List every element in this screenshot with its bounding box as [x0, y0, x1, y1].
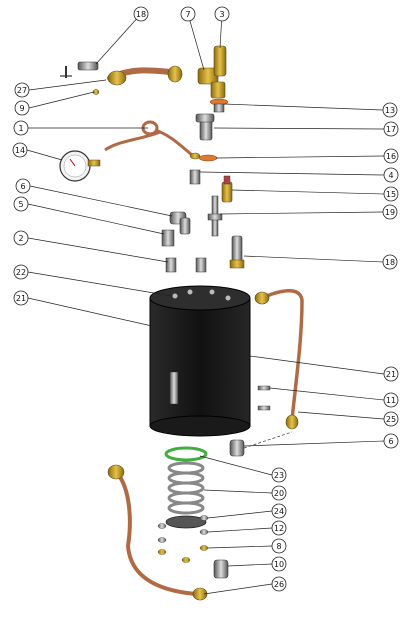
callout-21-right: 21 [383, 366, 399, 382]
part-5-fitting [161, 229, 175, 247]
callout-5: 5 [13, 196, 29, 212]
callout-label: 25 [386, 415, 396, 424]
callout-21-left: 21 [13, 290, 29, 306]
part-27-top-copper-pipe [107, 65, 183, 86]
callout-label: 22 [16, 268, 26, 277]
part-16-seal [198, 154, 218, 162]
callout-3: 3 [214, 6, 230, 22]
callout-label: 13 [385, 106, 395, 115]
part-26-bottom-pipe [107, 464, 208, 601]
callout-label: 26 [274, 580, 284, 589]
callout-label: 6 [388, 437, 393, 446]
callout-19: 19 [382, 204, 398, 220]
callout-11: 11 [383, 392, 399, 408]
part-2-valves [165, 257, 207, 273]
callout-18-right: 18 [382, 254, 398, 270]
callout-18-top: 18 [133, 6, 149, 22]
part-4-fitting [189, 152, 201, 185]
callout-label: 18 [136, 10, 146, 19]
part-23-green-gasket [164, 446, 208, 462]
callout-label: 12 [274, 524, 284, 533]
part-6-elbow-bottom [229, 431, 293, 457]
callout-22: 22 [13, 264, 29, 280]
callout-label: 24 [274, 507, 284, 516]
leader-lines [26, 13, 385, 595]
part-7-brass-valve [197, 45, 229, 113]
part-18-sensor [229, 235, 245, 269]
callout-17: 17 [383, 121, 399, 137]
callout-label: 7 [185, 10, 190, 19]
part-20-heating-element [165, 461, 207, 529]
callout-2: 2 [13, 230, 29, 246]
part-10-elbow [213, 559, 229, 579]
callout-label: 20 [274, 489, 284, 498]
part-24-12-8-nuts [157, 515, 209, 563]
callout-label: 27 [17, 86, 27, 95]
part-14-pressure-gauge [59, 150, 101, 182]
callouts: 18 7 3 27 9 13 1 17 14 16 4 15 6 19 5 2 … [12, 6, 399, 592]
callout-label: 8 [276, 542, 281, 551]
callout-8: 8 [271, 538, 287, 554]
callout-16: 16 [383, 148, 399, 164]
callout-label: 19 [385, 208, 395, 217]
callout-label: 14 [15, 146, 25, 155]
callout-label: 10 [274, 560, 284, 569]
part-21-boiler-tank [149, 285, 251, 437]
part-6-elbow-top [169, 211, 191, 235]
callout-4: 4 [383, 167, 399, 183]
part-25-side-pipe [254, 289, 304, 430]
callout-label: 16 [386, 152, 396, 161]
callout-label: 17 [386, 125, 396, 134]
callout-13: 13 [382, 102, 398, 118]
callout-25: 25 [383, 411, 399, 427]
callout-label: 21 [16, 294, 26, 303]
callout-14: 14 [12, 142, 28, 158]
callout-9: 9 [14, 100, 30, 116]
callout-label: 4 [388, 171, 393, 180]
part-19-probe [207, 195, 223, 237]
callout-label: 5 [18, 200, 23, 209]
callout-6-bottom: 6 [383, 433, 399, 449]
callout-label: 3 [219, 10, 224, 19]
callout-label: 2 [18, 234, 23, 243]
callout-24: 24 [271, 503, 287, 519]
callout-20: 20 [271, 485, 287, 501]
part-17-elbow [195, 113, 215, 141]
callout-1: 1 [13, 120, 29, 136]
callout-26: 26 [271, 576, 287, 592]
callout-label: 9 [19, 104, 24, 113]
callout-label: 1 [18, 124, 23, 133]
part-1-coil-pipe [104, 120, 193, 157]
callout-10: 10 [271, 556, 287, 572]
part-11-bolts [257, 385, 271, 411]
callout-label: 21 [386, 370, 396, 379]
part-18-top-fitting [60, 61, 99, 78]
callout-15: 15 [383, 186, 399, 202]
callout-12: 12 [271, 520, 287, 536]
callout-6-top: 6 [15, 178, 31, 194]
callout-label: 11 [386, 396, 396, 405]
part-15-brass-valve [221, 175, 233, 203]
callout-27: 27 [14, 82, 30, 98]
callout-label: 18 [385, 258, 395, 267]
callout-7: 7 [180, 6, 196, 22]
callout-label: 6 [20, 182, 25, 191]
callout-label: 23 [274, 471, 284, 480]
callout-23: 23 [271, 467, 287, 483]
callout-label: 15 [386, 190, 396, 199]
